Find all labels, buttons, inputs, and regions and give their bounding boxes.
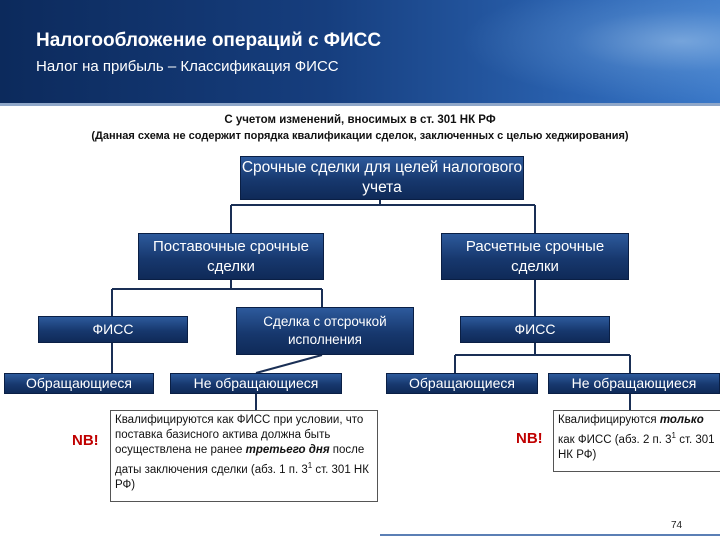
box-root-label: Срочные сделки для целей налогового учет… <box>241 158 523 196</box>
footer-divider <box>380 534 720 536</box>
right-text-part-1: Квалифицируются <box>558 414 660 426</box>
right-text-part-2: как ФИСС (абз. 2 п. 3 <box>558 433 672 446</box>
note-line-1: С учетом изменений, вносимых в ст. 301 Н… <box>224 114 496 126</box>
left-text-emphasis: третьего дня <box>245 444 330 456</box>
left-text-part-2: после даты заключения сделки (абз. 1 п. … <box>115 444 365 476</box>
note-line-2: (Данная схема не содержит порядка квалиф… <box>91 130 629 142</box>
box-traded-right: Обращающиеся <box>386 373 538 394</box>
left-text-part-3: ст. 301 НК РФ) <box>115 463 369 491</box>
box-deferred-deal: Сделка с отсрочкой исполнения <box>236 307 414 355</box>
box-fiss-right: ФИСС <box>460 316 610 343</box>
right-text-emphasis: только <box>659 414 704 426</box>
header-divider <box>0 103 720 106</box>
box-traded-right-label: Обращающиеся <box>409 375 515 392</box>
slide-subtitle: Налог на прибыль – Классификация ФИСС <box>36 58 339 75</box>
box-deferred-label: Сделка с отсрочкой исполнения <box>263 314 387 347</box>
box-fiss-left-label: ФИСС <box>92 321 134 338</box>
nb-marker-left: NB! <box>72 432 99 449</box>
box-settlement-deals: Расчетные срочные сделки <box>441 233 629 280</box>
box-delivery-deals: Поставочные срочные сделки <box>138 233 324 280</box>
left-text-superscript: 1 <box>307 461 313 470</box>
page-number: 74 <box>671 520 683 531</box>
right-text-superscript: 1 <box>671 431 676 440</box>
box-nontraded-left: Не обращающиеся <box>170 373 342 394</box>
box-settlement-label: Расчетные срочные сделки <box>465 238 605 275</box>
box-fiss-left: ФИСС <box>38 316 188 343</box>
slide-title: Налогообложение операций с ФИСС <box>36 30 382 51</box>
nb-marker-right: NB! <box>516 430 543 447</box>
box-nontraded-right-label: Не обращающиеся <box>571 375 697 392</box>
box-traded-left-label: Обращающиеся <box>26 375 132 392</box>
connector-deferred-to-nontraded <box>255 354 323 374</box>
slide-header <box>0 0 720 103</box>
left-text-part-1: Квалифицируются как ФИСС при условии, чт… <box>115 414 364 456</box>
text-box-right-condition: Квалифицируются только как ФИСС (абз. 2 … <box>553 410 720 472</box>
box-traded-left: Обращающиеся <box>4 373 154 394</box>
box-delivery-label: Поставочные срочные сделки <box>153 238 309 275</box>
text-box-left-condition: Квалифицируются как ФИСС при условии, чт… <box>110 410 378 502</box>
box-nontraded-left-label: Не обращающиеся <box>193 375 319 392</box>
right-text-part-3: ст. 301 НК РФ) <box>558 433 715 461</box>
box-fiss-right-label: ФИСС <box>514 321 556 338</box>
box-nontraded-right: Не обращающиеся <box>548 373 720 394</box>
box-root-term-deals: Срочные сделки для целей налогового учет… <box>240 156 524 200</box>
